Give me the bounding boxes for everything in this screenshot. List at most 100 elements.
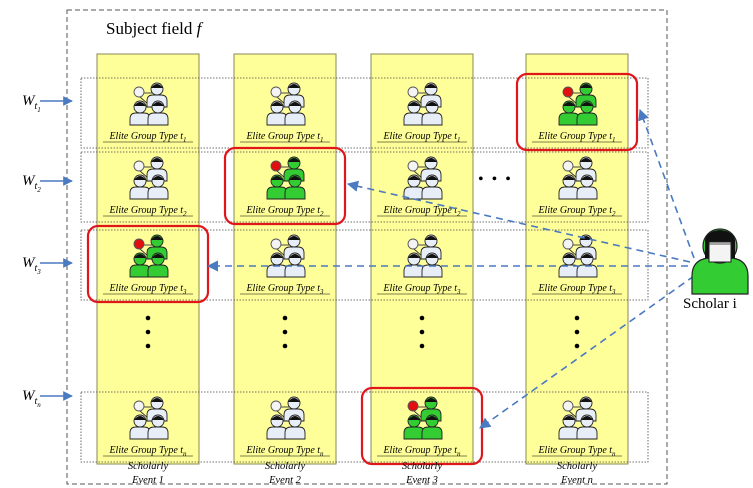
group-type-label: Elite Group Type t3 bbox=[108, 283, 187, 296]
group-type-label: Elite Group Type t2 bbox=[108, 205, 187, 218]
elite-group-icon bbox=[558, 396, 598, 440]
group-type-label: Elite Group Type tn bbox=[537, 445, 616, 458]
weight-label-3: Wtn bbox=[22, 388, 73, 409]
cell-event4-type2: Elite Group Type t2 bbox=[532, 156, 622, 218]
leader-node bbox=[407, 86, 419, 98]
horizontal-ellipsis: • • • bbox=[478, 171, 513, 188]
cell-event2-type4: Elite Group Type tn bbox=[240, 396, 330, 458]
group-type-label: Elite Group Type t1 bbox=[537, 131, 615, 144]
leader-node bbox=[133, 86, 145, 98]
highlight-box bbox=[515, 72, 639, 152]
group-type-label: Elite Group Type t1 bbox=[382, 131, 460, 144]
leader-node bbox=[562, 86, 574, 98]
svg-text:Wt2: Wt2 bbox=[22, 173, 41, 194]
scholar-arrows bbox=[206, 108, 695, 429]
elite-group-icon bbox=[266, 82, 306, 126]
group-type-label: Elite Group Type t2 bbox=[382, 205, 461, 218]
svg-text:Event 2: Event 2 bbox=[268, 475, 302, 486]
row-band-t3 bbox=[80, 229, 649, 301]
leader-node bbox=[407, 238, 419, 250]
cell-event2-type3: Elite Group Type t3 bbox=[240, 234, 330, 296]
leader-node bbox=[270, 238, 282, 250]
elite-group-icon bbox=[558, 82, 598, 126]
elite-group-icon bbox=[266, 156, 306, 200]
group-type-label: Elite Group Type tn bbox=[382, 445, 461, 458]
svg-text:Wt3: Wt3 bbox=[22, 255, 41, 276]
row-band-t1 bbox=[80, 77, 649, 149]
leader-node bbox=[562, 400, 574, 412]
leader-node bbox=[270, 160, 282, 172]
vertical-ellipsis-0 bbox=[145, 315, 151, 349]
svg-text:Scholarly: Scholarly bbox=[557, 461, 598, 472]
elite-group-icon bbox=[558, 156, 598, 200]
leader-node bbox=[562, 238, 574, 250]
cell-event4-type1: Elite Group Type t1 bbox=[515, 72, 639, 152]
arrow-to-event-2-t2 bbox=[346, 180, 691, 263]
cell-event1-type2: Elite Group Type t2 bbox=[103, 156, 193, 218]
group-type-label: Elite Group Type t2 bbox=[245, 205, 324, 218]
elite-group-icon bbox=[266, 396, 306, 440]
cell-event1-type4: Elite Group Type tn bbox=[103, 396, 193, 458]
leader-node bbox=[407, 160, 419, 172]
cell-event3-type1: Elite Group Type t1 bbox=[377, 82, 467, 144]
elite-group-icon bbox=[266, 234, 306, 278]
svg-text:Wt1: Wt1 bbox=[22, 93, 41, 114]
weight-label-1: Wt2 bbox=[22, 173, 73, 194]
elite-group-icon bbox=[403, 156, 443, 200]
vertical-ellipses bbox=[145, 315, 580, 349]
subject-field-frame bbox=[66, 9, 668, 485]
leader-node bbox=[270, 400, 282, 412]
subject-field-title: Subject field f bbox=[106, 19, 204, 38]
vertical-ellipsis-3 bbox=[574, 315, 580, 349]
elite-group-icon bbox=[558, 234, 598, 278]
leader-node bbox=[133, 160, 145, 172]
leader-node bbox=[270, 86, 282, 98]
svg-text:Scholarly: Scholarly bbox=[402, 461, 443, 472]
cell-event2-type2: Elite Group Type t2 bbox=[223, 146, 347, 226]
scholar-label: Scholar i bbox=[683, 296, 737, 312]
row-band-t2 bbox=[80, 151, 649, 223]
cell-event2-type1: Elite Group Type t1 bbox=[240, 82, 330, 144]
leader-node bbox=[133, 238, 145, 250]
cell-event3-type2: Elite Group Type t2 bbox=[377, 156, 467, 218]
svg-text:Scholarly: Scholarly bbox=[128, 461, 169, 472]
elite-group-icon bbox=[403, 396, 443, 440]
weight-label-0: Wt1 bbox=[22, 93, 73, 114]
group-type-label: Elite Group Type t3 bbox=[382, 283, 461, 296]
vertical-ellipsis-2 bbox=[419, 315, 425, 349]
cell-event3-type3: Elite Group Type t3 bbox=[377, 234, 467, 296]
elite-group-icon bbox=[129, 156, 169, 200]
group-type-label: Elite Group Type t3 bbox=[245, 283, 324, 296]
group-type-label: Elite Group Type t2 bbox=[537, 205, 616, 218]
scholar-icon bbox=[691, 228, 749, 295]
elite-group-icon bbox=[129, 82, 169, 126]
group-type-label: Elite Group Type tn bbox=[108, 445, 187, 458]
cell-event4-type4: Elite Group Type tn bbox=[532, 396, 622, 458]
cell-event1-type3: Elite Group Type t3 bbox=[86, 224, 210, 304]
svg-text:Scholarly: Scholarly bbox=[265, 461, 306, 472]
svg-text:Event 3: Event 3 bbox=[405, 475, 438, 486]
arrow-to-event-n-t1 bbox=[638, 108, 695, 259]
cell-event1-type1: Elite Group Type t1 bbox=[103, 82, 193, 144]
leader-node bbox=[562, 160, 574, 172]
elite-group-icon bbox=[129, 396, 169, 440]
cell-event4-type3: Elite Group Type t3 bbox=[532, 234, 622, 296]
group-type-label: Elite Group Type t1 bbox=[108, 131, 186, 144]
svg-text:Wtn: Wtn bbox=[22, 388, 41, 409]
svg-text:Event 1: Event 1 bbox=[131, 475, 164, 486]
elite-group-icon bbox=[403, 234, 443, 278]
group-type-label: Elite Group Type tn bbox=[245, 445, 324, 458]
elite-group-icon bbox=[403, 82, 443, 126]
leader-node bbox=[407, 400, 419, 412]
highlight-box bbox=[223, 146, 347, 226]
elite-group-icon bbox=[129, 234, 169, 278]
vertical-ellipsis-1 bbox=[282, 315, 288, 349]
group-type-label: Elite Group Type t3 bbox=[537, 283, 616, 296]
